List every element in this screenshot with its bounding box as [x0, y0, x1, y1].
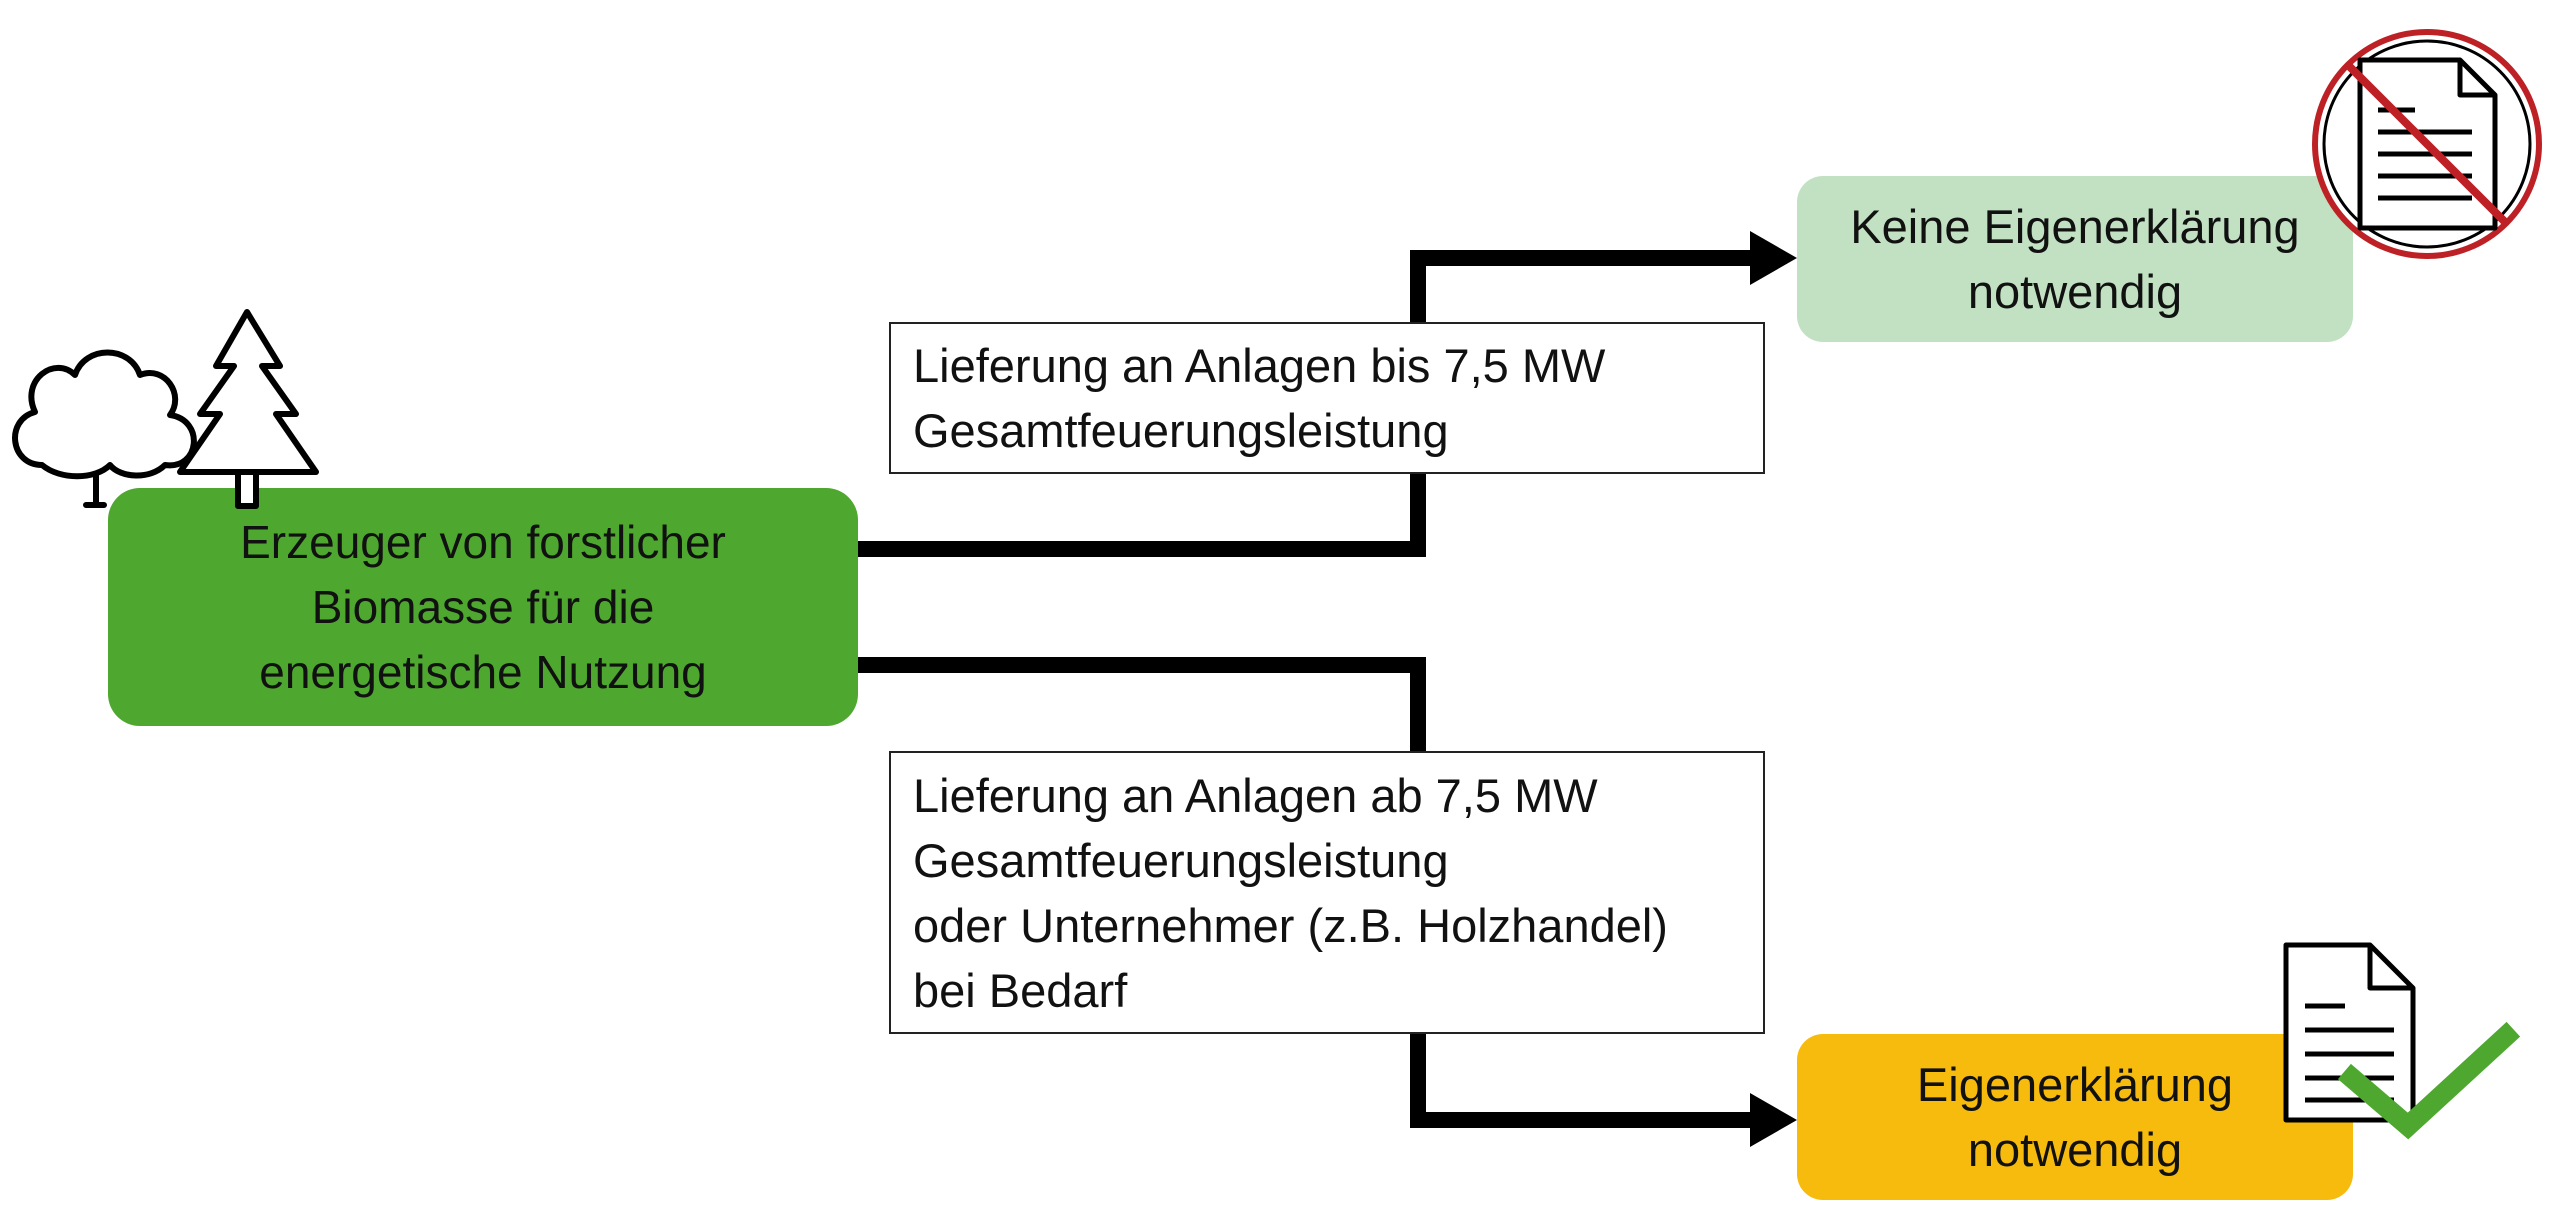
tree-icon — [12, 309, 319, 509]
source-node: Erzeuger von forstlicher Biomasse für di… — [108, 488, 858, 726]
condition-bottom-line-3: oder Unternehmer (z.B. Holzhandel) — [913, 898, 1668, 952]
result-bottom-line-2: notwendig — [1967, 1123, 2183, 1176]
source-text-line-1: Erzeuger von forstlicher — [240, 515, 726, 568]
arrow-head-top — [1750, 231, 1797, 285]
document-check-icon — [2283, 942, 2521, 1140]
result-top-line-1: Keine Eigenerklärung — [1850, 200, 2300, 253]
condition-bottom-line-1: Lieferung an Anlagen ab 7,5 MW — [913, 768, 1598, 822]
arrow-head-bottom — [1750, 1093, 1797, 1147]
source-text-line-3: energetische Nutzung — [259, 645, 707, 698]
result-top-line-2: notwendig — [1967, 265, 2183, 318]
condition-bottom-line-2: Gesamtfeuerungsleistung — [913, 833, 1449, 887]
no-document-icon — [2312, 29, 2542, 259]
result-top: Keine Eigenerklärung notwendig — [1797, 176, 2353, 342]
condition-top-line-1: Lieferung an Anlagen bis 7,5 MW — [913, 339, 1606, 392]
condition-top: Lieferung an Anlagen bis 7,5 MW Gesamtfe… — [889, 322, 1765, 474]
condition-bottom-line-4: bei Bedarf — [913, 963, 1128, 1017]
condition-bottom: Lieferung an Anlagen ab 7,5 MW Gesamtfeu… — [889, 751, 1765, 1034]
source-text-line-2: Biomasse für die — [311, 580, 655, 633]
result-bottom-line-1: Eigenerklärung — [1916, 1058, 2234, 1111]
result-bottom: Eigenerklärung notwendig — [1797, 1034, 2353, 1200]
condition-top-line-2: Gesamtfeuerungsleistung — [913, 404, 1449, 457]
